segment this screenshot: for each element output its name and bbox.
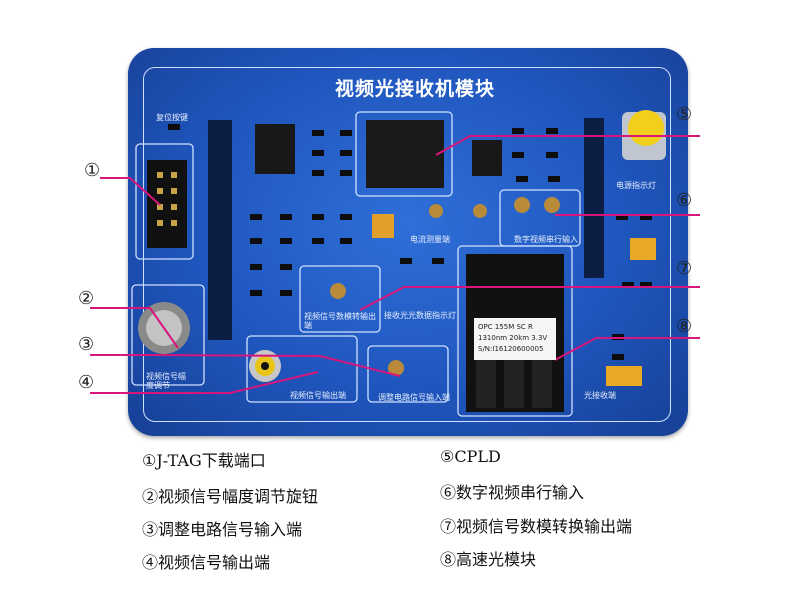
pin-header-right (584, 118, 604, 278)
leader-2 (90, 307, 179, 349)
silk-reset: 复位按键 (156, 113, 188, 122)
capacitor-right (630, 238, 656, 260)
legend-item-6: ⑥数字视频串行输入 (440, 483, 585, 502)
legend-item-2: ②视频信号幅度调节旋钮 (142, 487, 319, 506)
leader-7 (359, 286, 700, 311)
callout-8: ⑧ (676, 316, 693, 337)
silk-opt-ind: 接收光光数据指示灯 (384, 311, 456, 320)
legend-item-8: ⑧高速光模块 (440, 550, 537, 569)
leader-8 (554, 337, 700, 361)
leader-lines (90, 135, 700, 394)
silk-amp: 视频信号幅度调节 (146, 372, 186, 390)
silk-adj-in: 调整电路信号输入端 (378, 393, 450, 402)
silk-current: 电流测量端 (410, 235, 450, 244)
board-title: 视频光接收机模块 (334, 78, 495, 100)
leader-3 (90, 354, 401, 377)
ic-soic-2 (472, 140, 502, 176)
callout-5: ⑤ (676, 104, 693, 125)
test-point-adj (388, 360, 404, 376)
capacitor-bottom (606, 366, 642, 386)
callout-4: ④ (78, 372, 95, 393)
legend-item-3: ③调整电路信号输入端 (142, 520, 303, 539)
legend-item-4: ④视频信号输出端 (142, 553, 271, 572)
legend-item-1: ①J-TAG下载端口 (142, 451, 266, 470)
leader-4 (90, 371, 319, 394)
optical-module-sticker: OPC 155M SC R 1310nm 20km 3.3V S/N:I1612… (474, 318, 556, 360)
ic-soic-1 (255, 124, 295, 174)
cpld-box (355, 111, 453, 197)
callout-2: ② (78, 288, 95, 309)
jtag-box (135, 143, 194, 260)
optical-box (457, 245, 573, 417)
legend-item-5: ⑤CPLD (440, 447, 501, 466)
cpld-chip (366, 120, 444, 188)
knob-box (131, 284, 205, 386)
capacitor-yellow (372, 214, 394, 238)
yellow-button (628, 110, 664, 146)
callout-1: ① (84, 160, 101, 181)
silk-rx-port: 光接收端 (584, 391, 616, 400)
leader-1 (100, 177, 161, 206)
sticker-line2: 1310nm 20km 3.3V (478, 334, 548, 342)
test-point-da (330, 283, 346, 299)
pin-header-left (208, 120, 232, 340)
silk-video-out: 视频信号输出端 (290, 391, 346, 400)
video-out-box (246, 335, 358, 403)
callout-3: ③ (78, 334, 95, 355)
pcb-frame (143, 67, 671, 422)
silk-da-out: 视频信号数模转输出端 (304, 312, 376, 330)
silk-pwr-ind: 电源指示灯 (616, 181, 656, 190)
adj-box (367, 345, 449, 403)
leader-5 (435, 135, 700, 156)
callout-6: ⑥ (676, 190, 693, 211)
callout-7: ⑦ (676, 258, 693, 279)
jtag-header (147, 160, 187, 248)
sticker-line3: S/N:I16120600005 (478, 345, 544, 353)
sticker-line1: OPC 155M SC R (478, 323, 533, 331)
silk-serial-in: 数字视频串行输入 (514, 235, 578, 244)
legend-item-7: ⑦视频信号数模转换输出端 (440, 517, 633, 536)
